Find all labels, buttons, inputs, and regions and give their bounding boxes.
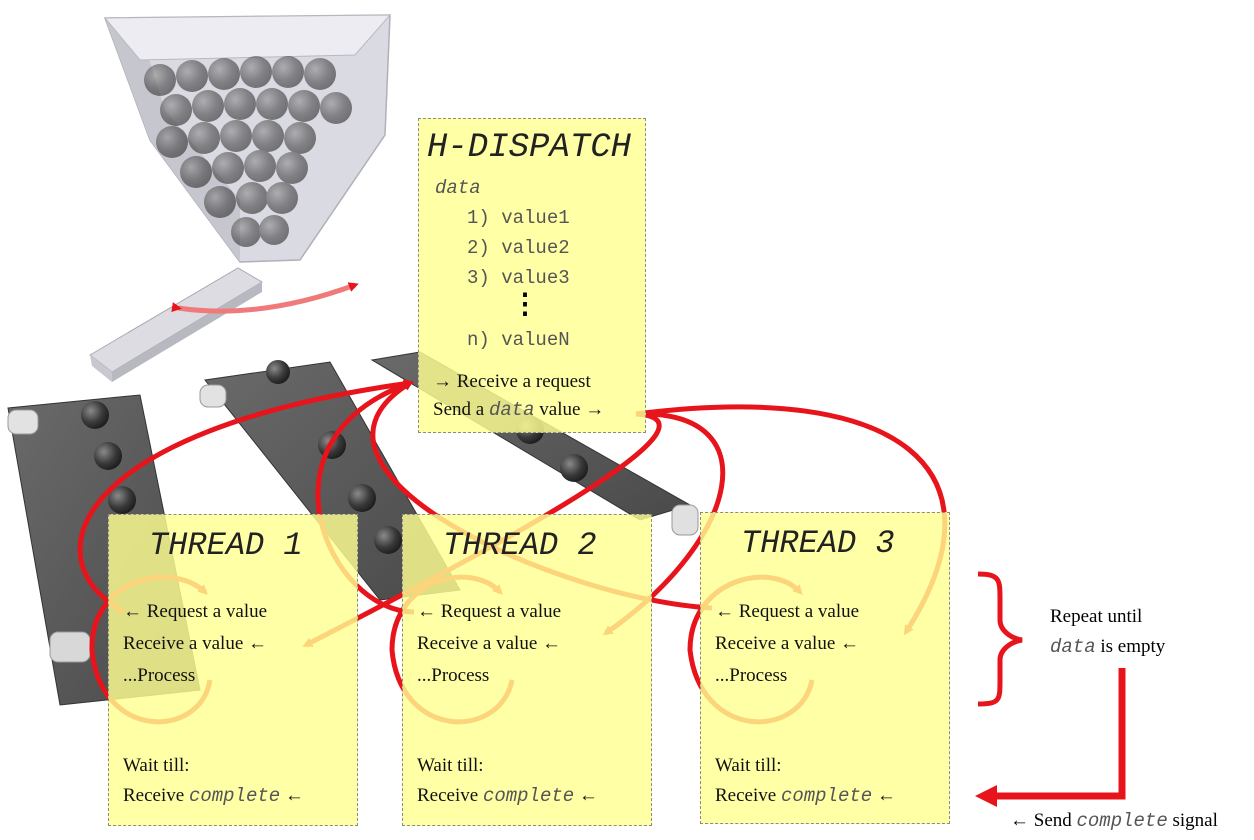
- repeat-note-line1: Repeat until: [1050, 606, 1143, 627]
- signal-note: ← Send complete signal: [1010, 810, 1218, 832]
- request-line: ← Request a value: [715, 601, 860, 622]
- process-line: ...Process: [123, 665, 196, 686]
- repeat-suffix: is empty: [1095, 636, 1166, 657]
- request-line: ← Request a value: [417, 601, 562, 622]
- thread-note-2: THREAD 2 ← Request a value Receive a val…: [402, 514, 652, 826]
- request-line: ← Request a value: [123, 601, 268, 622]
- dispatcher-note: H-DISPATCH data 1) value1 2) value2 3) v…: [418, 118, 646, 433]
- thread-note-3: THREAD 3 ← Request a value Receive a val…: [700, 512, 950, 824]
- chute-illustration: [89, 267, 263, 382]
- receive-value-line: Receive a value ←: [715, 633, 860, 654]
- signal-var: complete: [1076, 810, 1168, 832]
- signal-suffix: signal: [1167, 810, 1218, 831]
- data-value-3: 3) value3: [467, 267, 570, 289]
- data-ellipsis: ⋮: [511, 289, 539, 320]
- complete-signal-arrow: [975, 668, 1126, 807]
- dispatcher-title: H-DISPATCH: [427, 129, 632, 167]
- thread-title: THREAD 2: [443, 527, 597, 564]
- hopper-balls: [144, 56, 352, 247]
- repeat-var: data: [1050, 636, 1096, 658]
- receive-suffix: ←: [574, 785, 598, 806]
- receive-value-line: Receive a value ←: [417, 633, 562, 654]
- receive-request-line: → Receive a request: [433, 371, 591, 392]
- thread-title: THREAD 3: [741, 525, 895, 562]
- wait-line: Wait till:: [123, 755, 190, 776]
- receive-prefix: Receive: [715, 785, 781, 806]
- wait-line: Wait till:: [715, 755, 782, 776]
- receive-var: complete: [780, 785, 873, 807]
- thread-title: THREAD 1: [149, 527, 303, 564]
- receive-complete-line: Receive complete ←: [715, 785, 896, 807]
- process-line: ...Process: [715, 665, 788, 686]
- data-value-1: 1) value1: [467, 207, 570, 229]
- data-value-2: 2) value2: [467, 237, 570, 259]
- receive-value-line: Receive a value ←: [123, 633, 268, 654]
- signal-prefix: ← Send: [1010, 810, 1077, 831]
- send-prefix: Send a: [433, 399, 489, 420]
- data-value-n: n) valueN: [467, 329, 570, 351]
- repeat-note-line2: data is empty: [1050, 636, 1165, 658]
- receive-complete-line: Receive complete ←: [123, 785, 304, 807]
- wait-line: Wait till:: [417, 755, 484, 776]
- send-value-line: Send a data value →: [433, 399, 604, 421]
- send-suffix: value →: [534, 399, 605, 420]
- receive-complete-line: Receive complete ←: [417, 785, 598, 807]
- send-var: data: [488, 399, 535, 421]
- repeat-brace: [977, 571, 1023, 707]
- rotation-arrow: [171, 282, 359, 314]
- receive-prefix: Receive: [123, 785, 189, 806]
- receive-var: complete: [482, 785, 575, 807]
- hopper-illustration: [103, 14, 392, 263]
- receive-suffix: ←: [280, 785, 304, 806]
- process-line: ...Process: [417, 665, 490, 686]
- conveyor-belts: [7, 351, 699, 706]
- receive-var: complete: [188, 785, 281, 807]
- receive-prefix: Receive: [417, 785, 483, 806]
- thread-note-1: THREAD 1 ← Request a value Receive a val…: [108, 514, 358, 826]
- receive-suffix: ←: [872, 785, 896, 806]
- data-label: data: [435, 177, 481, 199]
